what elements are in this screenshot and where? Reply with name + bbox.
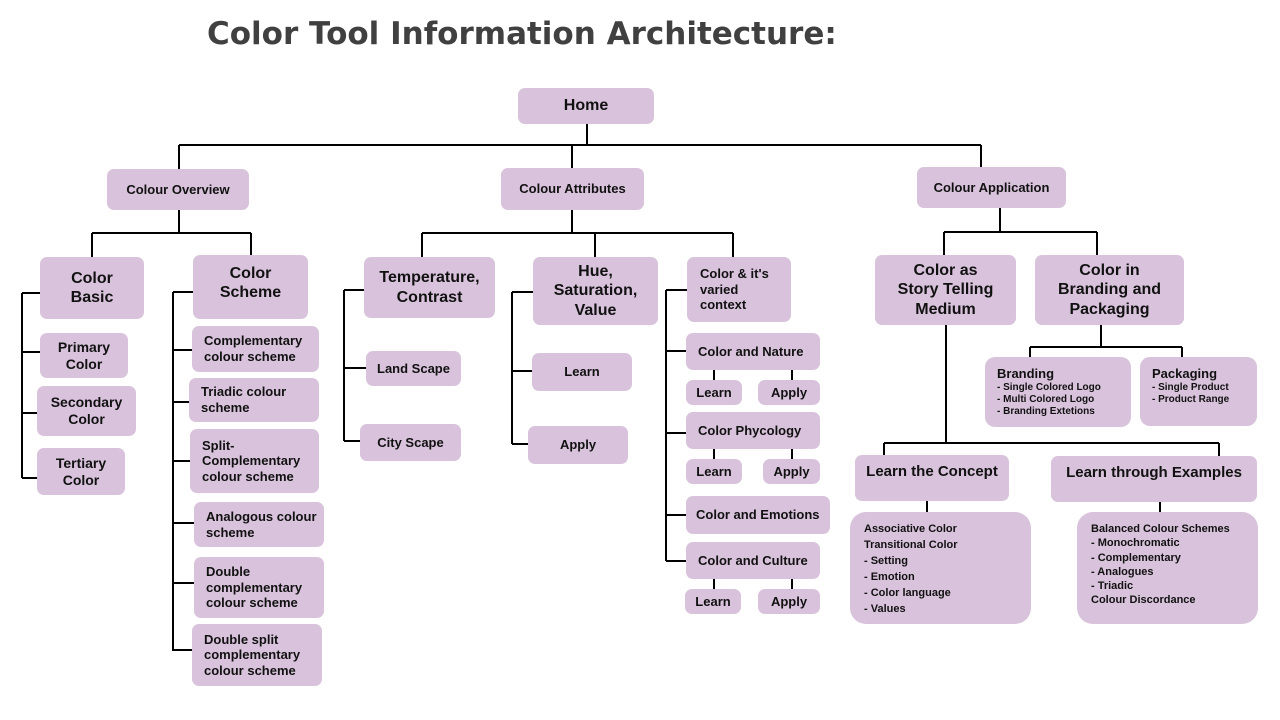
node-colour-overview: Colour Overview	[107, 169, 249, 210]
node-home: Home	[518, 88, 654, 124]
node-city-scape: City Scape	[360, 424, 461, 461]
node-double-complementary: Double complementary colour scheme	[194, 557, 324, 618]
node-double-split: Double split complementary colour scheme	[192, 624, 322, 686]
node-secondary-color: Secondary Color	[37, 386, 136, 436]
node-hue-saturation-value: Hue, Saturation, Value	[533, 257, 658, 325]
node-nature-learn: Learn	[686, 380, 742, 405]
branding-items: - Single Colored Logo - Multi Colored Lo…	[997, 381, 1101, 417]
node-tertiary-color: Tertiary Color	[37, 448, 125, 495]
node-varied-context: Color & it's varied context	[687, 257, 791, 322]
node-branding: Branding - Single Colored Logo - Multi C…	[985, 357, 1131, 427]
node-triadic: Triadic colour scheme	[189, 378, 319, 422]
node-analogous: Analogous colour scheme	[194, 502, 324, 547]
node-colour-attributes: Colour Attributes	[501, 168, 644, 210]
node-story-telling: Color as Story Telling Medium	[875, 255, 1016, 325]
node-learn-examples: Learn through Examples	[1051, 456, 1257, 502]
node-complementary: Complementary colour scheme	[192, 326, 319, 372]
node-packaging: Packaging - Single Product - Product Ran…	[1140, 357, 1257, 426]
node-temperature-contrast: Temperature, Contrast	[364, 257, 495, 318]
node-color-emotions: Color and Emotions	[686, 496, 830, 534]
node-primary-color: Primary Color	[40, 333, 128, 378]
node-phycology-learn: Learn	[686, 459, 742, 484]
node-branding-packaging: Color in Branding and Packaging	[1035, 255, 1184, 325]
node-land-scape: Land Scape	[366, 351, 461, 386]
node-learn-concept: Learn the Concept	[855, 455, 1009, 501]
node-hue-apply: Apply	[528, 426, 628, 464]
node-color-basic: Color Basic	[40, 257, 144, 319]
node-nature-apply: Apply	[758, 380, 820, 405]
node-split-complementary: Split- Complementary colour scheme	[190, 429, 319, 493]
node-color-nature: Color and Nature	[686, 333, 820, 370]
packaging-items: - Single Product - Product Range	[1152, 381, 1230, 405]
branding-heading: Branding	[997, 366, 1055, 381]
node-hue-learn: Learn	[532, 353, 632, 391]
concept-list: Associative Color Transitional Color - S…	[850, 512, 1031, 624]
node-phycology-apply: Apply	[763, 459, 820, 484]
node-color-culture: Color and Culture	[686, 542, 820, 579]
node-color-scheme: Color Scheme	[193, 255, 308, 319]
node-culture-learn: Learn	[685, 589, 741, 614]
examples-list: Balanced Colour Schemes - Monochromatic …	[1077, 512, 1258, 624]
packaging-heading: Packaging	[1152, 366, 1218, 381]
page-title: Color Tool Information Architecture:	[207, 16, 837, 52]
node-culture-apply: Apply	[758, 589, 820, 614]
node-color-phycology: Color Phycology	[686, 412, 820, 449]
node-colour-application: Colour Application	[917, 167, 1066, 208]
